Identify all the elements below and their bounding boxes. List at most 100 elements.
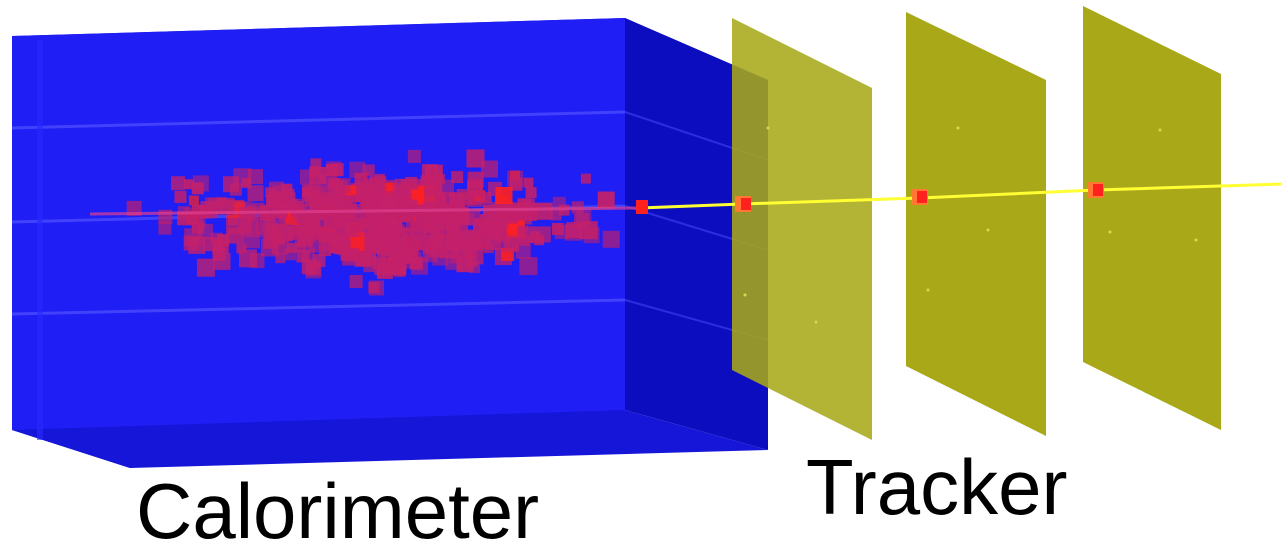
noise-dot	[766, 126, 770, 130]
energy-deposit	[241, 220, 259, 238]
energy-deposit	[580, 173, 591, 184]
energy-deposit	[466, 149, 485, 168]
noise-dot	[814, 320, 818, 324]
energy-deposit	[374, 173, 385, 184]
energy-deposit	[369, 280, 384, 296]
tracker-noise	[743, 126, 1198, 324]
energy-deposit	[519, 257, 538, 276]
energy-deposit	[525, 187, 537, 199]
energy-deposit	[349, 217, 364, 232]
noise-dot	[743, 293, 747, 297]
energy-deposit	[158, 221, 172, 235]
energy-deposit	[465, 229, 484, 248]
energy-deposit	[426, 219, 440, 233]
shower-axis	[89, 206, 641, 216]
energy-deposit	[183, 179, 194, 190]
energy-deposit	[371, 255, 386, 270]
tracker-plane	[1083, 6, 1221, 430]
energy-deposit	[341, 221, 352, 232]
energy-deposit	[218, 197, 235, 214]
energy-deposit	[296, 249, 310, 263]
energy-deposit	[451, 171, 464, 184]
hit-marker	[636, 200, 648, 214]
energy-deposit	[318, 200, 331, 213]
energy-deposit	[392, 197, 405, 210]
energy-deposit	[407, 149, 421, 163]
calorimeter-layer-line	[11, 298, 626, 316]
energy-deposit	[424, 177, 443, 196]
energy-deposit	[550, 209, 562, 221]
tracker-hits	[636, 182, 1104, 214]
energy-deposit	[349, 275, 363, 288]
energy-deposit	[184, 228, 203, 247]
energy-deposit	[401, 193, 412, 205]
energy-deposit	[192, 175, 209, 192]
energy-deposit	[265, 187, 276, 198]
energy-deposit	[518, 226, 536, 244]
energy-deposit	[238, 207, 253, 222]
energy-deposit	[502, 235, 519, 252]
energy-deposit	[174, 190, 187, 203]
energy-deposit	[394, 266, 406, 278]
energy-deposit	[481, 160, 498, 178]
energy-deposit	[597, 191, 615, 209]
energy-deposit	[325, 164, 338, 176]
noise-dot	[1158, 128, 1162, 132]
energy-deposit	[446, 226, 458, 238]
energy-deposit	[213, 241, 224, 252]
energy-deposit	[393, 256, 405, 268]
energy-deposit	[394, 178, 406, 190]
hit-marker	[741, 198, 751, 210]
energy-deposit	[298, 225, 313, 239]
energy-deposit	[328, 177, 340, 189]
energy-deposit	[410, 235, 426, 251]
energy-deposit	[566, 222, 583, 239]
energy-deposit	[210, 232, 223, 245]
tracker-plane	[906, 12, 1046, 436]
noise-dot	[1194, 238, 1198, 242]
energy-deposit	[322, 240, 334, 252]
energy-deposit	[236, 243, 247, 254]
hit-marker	[917, 191, 927, 203]
energy-deposit	[372, 188, 383, 200]
energy-deposit	[413, 179, 424, 190]
energy-deposit	[329, 243, 340, 254]
energy-deposit	[323, 211, 342, 230]
energy-deposit	[248, 169, 263, 185]
noise-dot	[926, 288, 930, 292]
energy-deposit	[411, 257, 429, 275]
energy-deposit	[360, 196, 372, 207]
noise-dot	[1108, 230, 1112, 234]
energy-deposit	[534, 226, 551, 243]
energy-deposit	[456, 189, 468, 200]
energy-deposit	[305, 260, 321, 276]
energy-deposit	[287, 242, 298, 253]
energy-deposit	[354, 172, 368, 186]
energy-deposit	[386, 226, 398, 237]
energy-deposit	[239, 249, 257, 268]
energy-deposit	[223, 176, 239, 193]
energy-deposit	[583, 227, 600, 244]
energy-deposit	[536, 202, 554, 220]
energy-deposit	[358, 252, 372, 266]
energy-deposit	[277, 217, 288, 228]
tracker-plane	[732, 18, 872, 440]
energy-deposit	[309, 167, 327, 184]
hit-marker	[1093, 184, 1103, 196]
tracker-label: Tracker	[806, 443, 1068, 531]
energy-deposit	[602, 230, 620, 248]
energy-deposit	[284, 248, 297, 261]
energy-deposit	[422, 238, 438, 254]
noise-dot	[986, 228, 990, 232]
energy-deposit	[241, 178, 252, 189]
energy-deposit	[330, 233, 342, 245]
energy-deposit	[430, 168, 441, 179]
energy-deposit	[226, 218, 242, 235]
energy-deposit	[171, 176, 185, 191]
calorimeter-bottom-face	[12, 410, 768, 468]
energy-deposit	[273, 185, 289, 201]
energy-deposit	[523, 177, 534, 188]
energy-deposit	[356, 184, 372, 199]
calorimeter-label: Calorimeter	[136, 467, 540, 555]
